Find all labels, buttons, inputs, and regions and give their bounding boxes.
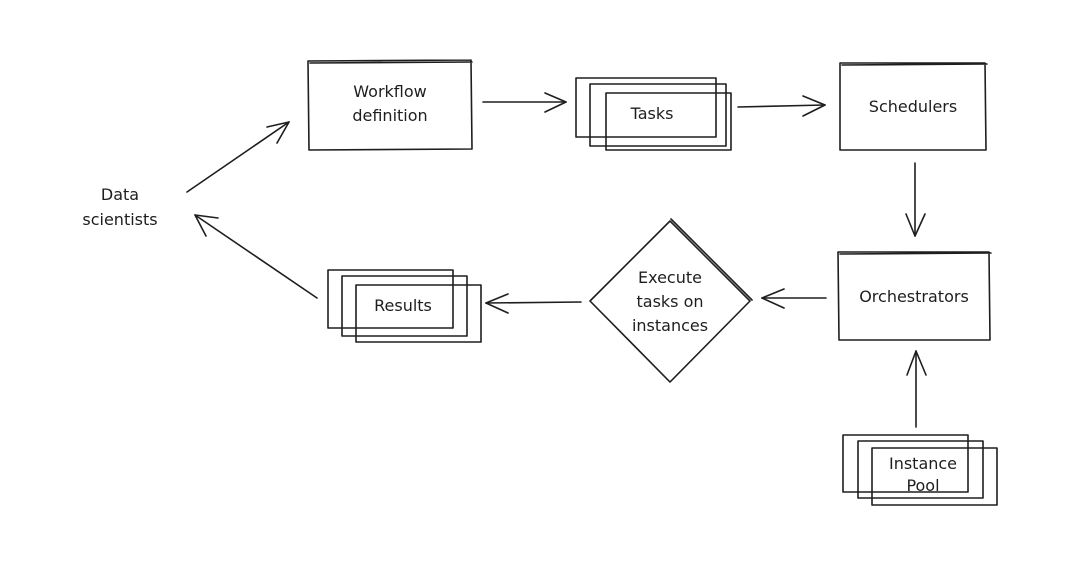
tasks-box-mid bbox=[589, 83, 727, 147]
execute-diamond bbox=[589, 218, 753, 383]
tasks-box-back bbox=[575, 77, 717, 138]
execute-line-2: tasks on bbox=[636, 292, 703, 311]
arrow-orchestrators-to-execute bbox=[761, 288, 827, 309]
instance-pool-line-1: Instance bbox=[889, 454, 957, 473]
results-box-front bbox=[355, 284, 482, 343]
data-scientists-line-2: scientists bbox=[82, 210, 157, 229]
orchestrators-node: Orchestrators bbox=[837, 251, 992, 341]
workflow-definition-box bbox=[307, 59, 473, 151]
instance-pool-box-mid bbox=[857, 440, 984, 499]
arrow-workflow-to-tasks bbox=[482, 92, 567, 113]
results-box-back bbox=[327, 269, 454, 329]
arrow-results-to-data-scientists bbox=[194, 214, 318, 299]
schedulers-box bbox=[839, 62, 988, 151]
arrow-data-scientists-to-workflow bbox=[186, 121, 290, 193]
schedulers-node: Schedulers bbox=[839, 62, 988, 151]
data-scientists-node: Data scientists bbox=[82, 185, 157, 229]
arrow-schedulers-to-orchestrators bbox=[905, 162, 926, 237]
workflow-definition-line-1: Workflow bbox=[353, 82, 426, 101]
arrow-tasks-to-schedulers bbox=[737, 95, 826, 117]
tasks-node: Tasks bbox=[575, 77, 732, 151]
results-label: Results bbox=[374, 296, 432, 315]
instance-pool-box-front bbox=[871, 447, 998, 506]
arrow-execute-to-results bbox=[485, 293, 582, 314]
execute-line-3: instances bbox=[632, 316, 708, 335]
results-node: Results bbox=[327, 269, 482, 343]
data-scientists-line-1: Data bbox=[101, 185, 139, 204]
execute-node: Execute tasks on instances bbox=[589, 218, 753, 383]
execute-line-1: Execute bbox=[638, 268, 702, 287]
instance-pool-node: Instance Pool bbox=[842, 434, 998, 506]
workflow-definition-line-2: definition bbox=[352, 106, 427, 125]
orchestrators-box bbox=[837, 251, 992, 341]
workflow-definition-node: Workflow definition bbox=[307, 59, 473, 151]
schedulers-label: Schedulers bbox=[869, 97, 957, 116]
arrow-instance-pool-to-orchestrators bbox=[906, 350, 927, 428]
instance-pool-box-back bbox=[842, 434, 969, 493]
tasks-box-front bbox=[605, 92, 732, 151]
instance-pool-line-2: Pool bbox=[906, 476, 939, 495]
tasks-label: Tasks bbox=[630, 104, 674, 123]
orchestrators-label: Orchestrators bbox=[859, 287, 969, 306]
results-box-mid bbox=[341, 275, 468, 337]
